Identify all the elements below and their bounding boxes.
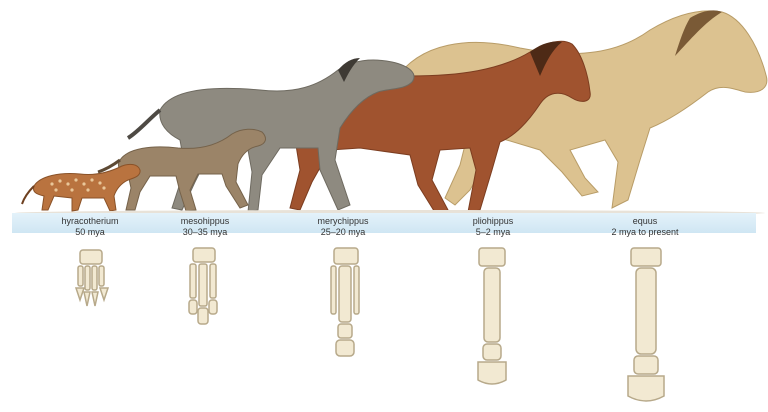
mesohippus-foot-bones (189, 248, 217, 324)
stage-label-hyracotherium: hyracotherium 50 mya (25, 216, 155, 238)
stage-age: 30–35 mya (140, 227, 270, 238)
stage-age: 5–2 mya (428, 227, 558, 238)
genus-name: merychippus (278, 216, 408, 227)
genus-name: mesohippus (140, 216, 270, 227)
pliohippus-foot-bones (478, 248, 506, 384)
stage-label-equus: equus 2 mya to present (580, 216, 710, 238)
stage-age: 50 mya (25, 227, 155, 238)
stage-label-mesohippus: mesohippus 30–35 mya (140, 216, 270, 238)
stage-age: 25–20 mya (278, 227, 408, 238)
genus-name: pliohippus (428, 216, 558, 227)
genus-name: equus (580, 216, 710, 227)
equus-foot-bones (628, 248, 664, 401)
hyracotherium-horse-illustration (22, 164, 140, 211)
hyracotherium-foot-bones (76, 250, 108, 306)
genus-name: hyracotherium (25, 216, 155, 227)
stage-age: 2 mya to present (580, 227, 710, 238)
stage-label-merychippus: merychippus 25–20 mya (278, 216, 408, 238)
merychippus-foot-bones (331, 248, 359, 356)
stage-label-pliohippus: pliohippus 5–2 mya (428, 216, 558, 238)
